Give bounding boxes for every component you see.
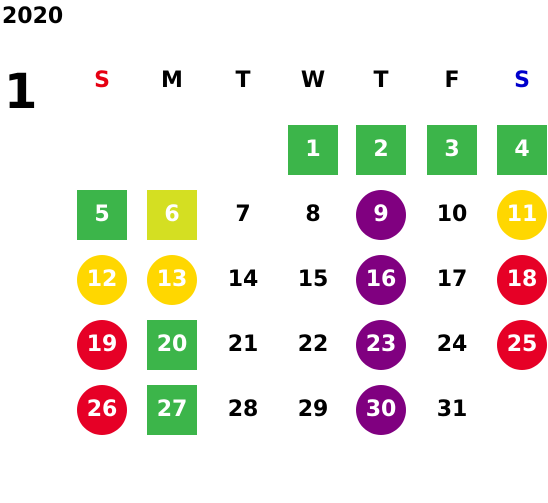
day-27[interactable]: 27 <box>147 385 197 435</box>
day-31[interactable]: 31 <box>436 397 468 422</box>
day-5[interactable]: 5 <box>77 190 127 240</box>
day-13[interactable]: 13 <box>147 255 197 305</box>
day-30[interactable]: 30 <box>356 385 406 435</box>
year-label: 2020 <box>2 4 64 29</box>
day-1[interactable]: 1 <box>288 125 338 175</box>
day-26[interactable]: 26 <box>77 385 127 435</box>
day-20[interactable]: 20 <box>147 320 197 370</box>
weekday-tuesday: T <box>235 68 251 93</box>
day-15[interactable]: 15 <box>297 267 329 292</box>
day-25[interactable]: 25 <box>497 320 547 370</box>
day-24[interactable]: 24 <box>436 332 468 357</box>
day-14[interactable]: 14 <box>227 267 259 292</box>
day-21[interactable]: 21 <box>227 332 259 357</box>
weekday-saturday: S <box>514 68 530 93</box>
day-28[interactable]: 28 <box>227 397 259 422</box>
day-8[interactable]: 8 <box>305 202 321 227</box>
day-19[interactable]: 19 <box>77 320 127 370</box>
weekday-friday: F <box>444 68 460 93</box>
day-3[interactable]: 3 <box>427 125 477 175</box>
weekday-monday: M <box>161 68 183 93</box>
day-23[interactable]: 23 <box>356 320 406 370</box>
day-16[interactable]: 16 <box>356 255 406 305</box>
weekday-thursday: T <box>373 68 389 93</box>
day-6[interactable]: 6 <box>147 190 197 240</box>
weekday-wednesday: W <box>300 68 326 93</box>
day-18[interactable]: 18 <box>497 255 547 305</box>
day-11[interactable]: 11 <box>497 190 547 240</box>
day-17[interactable]: 17 <box>436 267 468 292</box>
day-2[interactable]: 2 <box>356 125 406 175</box>
day-7[interactable]: 7 <box>235 202 251 227</box>
day-4[interactable]: 4 <box>497 125 547 175</box>
day-10[interactable]: 10 <box>436 202 468 227</box>
day-12[interactable]: 12 <box>77 255 127 305</box>
day-9[interactable]: 9 <box>356 190 406 240</box>
month-number: 1 <box>4 64 38 120</box>
day-29[interactable]: 29 <box>297 397 329 422</box>
day-22[interactable]: 22 <box>297 332 329 357</box>
weekday-sunday: S <box>94 68 110 93</box>
